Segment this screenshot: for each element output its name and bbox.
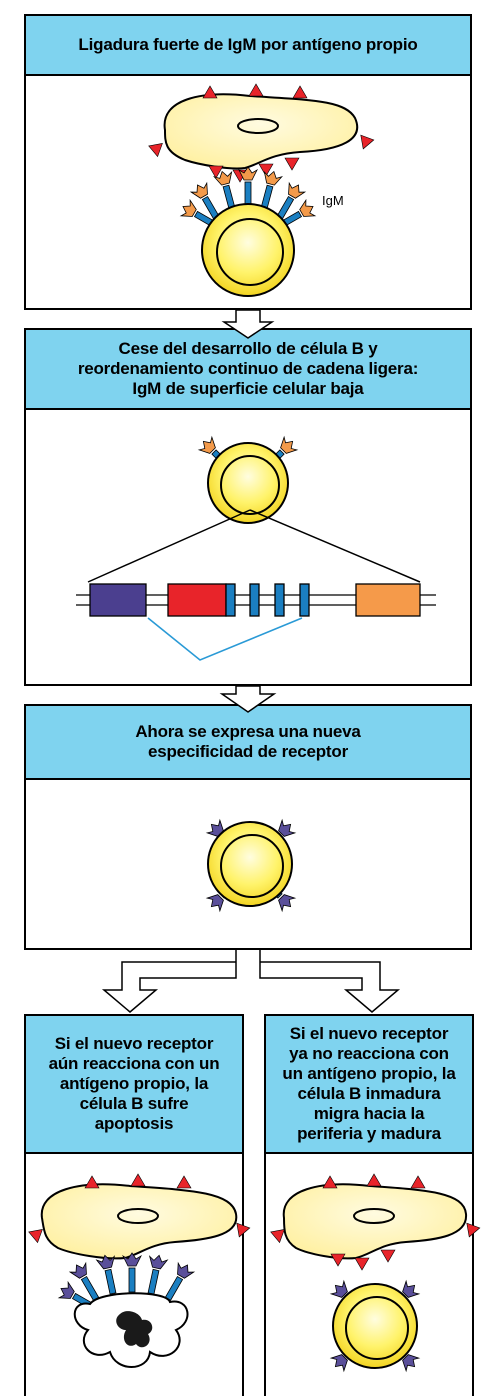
arrow-2 (219, 685, 277, 713)
panel4-title: Si el nuevo receptor aún reacciona con u… (48, 1034, 220, 1133)
self-cell-4 (26, 1173, 252, 1260)
self-cell-1 (146, 83, 376, 183)
apoptotic-cell (56, 1252, 196, 1368)
panel1-header: Ligadura fuerte de IgM por antígeno prop… (24, 14, 472, 76)
arrow-1 (221, 309, 275, 339)
igm-label: IgM (322, 193, 344, 208)
panel2-header: Cese del desarrollo de célula B y reorde… (24, 328, 472, 410)
panel5-header: Si el nuevo receptor ya no reacciona con… (264, 1014, 474, 1154)
panel2-title: Cese del desarrollo de célula B y reorde… (77, 339, 419, 398)
gene-segment-red (167, 583, 227, 617)
panel5-title: Si el nuevo receptor ya no reacciona con… (282, 1024, 456, 1143)
b-cell-2 (196, 434, 300, 524)
self-cell-5 (268, 1173, 482, 1271)
split-arrows (101, 950, 401, 1013)
mature-b-cell (328, 1278, 422, 1374)
b-cell-3 (204, 817, 298, 914)
panel1-title: Ligadura fuerte de IgM por antígeno prop… (78, 35, 418, 54)
zoom-lines (87, 509, 421, 583)
b-cell-1 (178, 166, 318, 297)
light-chain-gene-locus (76, 583, 436, 661)
panel4-header: Si el nuevo receptor aún reacciona con u… (24, 1014, 244, 1154)
rearrangement-line (147, 617, 303, 661)
panel3-title: Ahora se expresa una nueva especificidad… (135, 722, 361, 761)
gene-segment-orange (355, 583, 421, 617)
gene-segment-purple (89, 583, 147, 617)
